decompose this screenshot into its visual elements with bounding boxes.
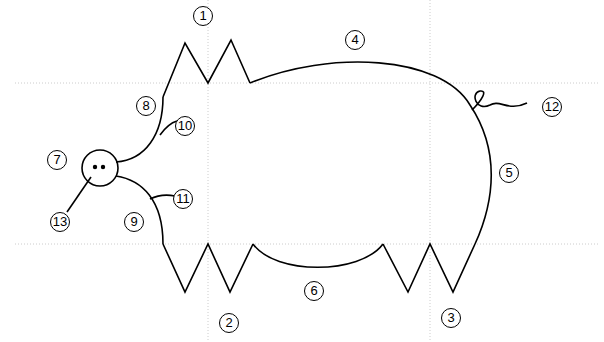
callout-number: 7 — [47, 150, 67, 170]
callout-number: 4 — [345, 30, 365, 50]
callout-number: 9 — [124, 212, 144, 232]
callout-number: 3 — [441, 308, 461, 328]
grid-lines — [15, 0, 600, 342]
callout-number: 8 — [136, 96, 156, 116]
pig-outline — [67, 40, 527, 292]
callout-number: 13 — [50, 212, 70, 232]
nostrils — [93, 165, 105, 169]
callout-number: 6 — [304, 281, 324, 301]
callout-number: 10 — [175, 116, 195, 136]
callout-number: 12 — [542, 97, 562, 117]
callout-number: 5 — [499, 163, 519, 183]
callout-number: 11 — [173, 189, 193, 209]
callout-number: 2 — [219, 313, 239, 333]
callout-number: 1 — [193, 6, 213, 26]
